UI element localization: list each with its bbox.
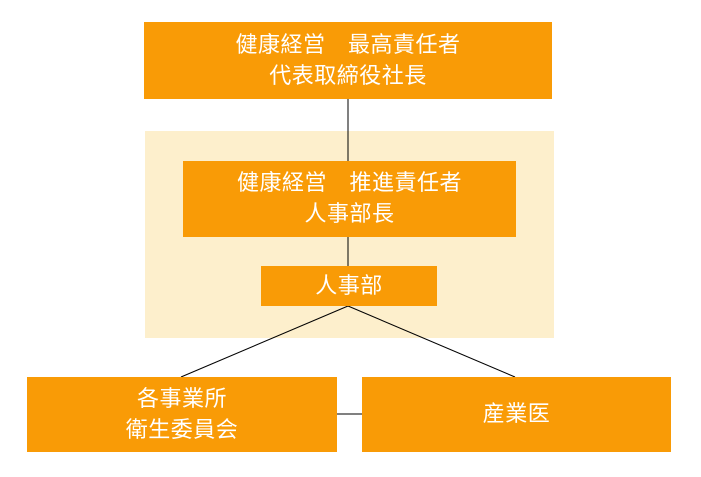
connector-hr-to-committee: [180, 305, 349, 378]
node-chief-health-officer: 健康経営 最高責任者 代表取締役社長: [144, 22, 552, 99]
node-health-promotion-manager-role: 人事部長: [304, 202, 395, 227]
connector-hr-to-doctor: [347, 305, 516, 378]
node-industrial-physician-label: 産業医: [482, 402, 551, 427]
node-hr-department-label: 人事部: [315, 273, 383, 299]
node-chief-health-officer-role: 代表取締役社長: [269, 63, 427, 89]
node-health-promotion-manager-title: 健康経営 推進責任者: [236, 171, 462, 196]
node-health-committee-line1: 各事業所: [136, 386, 227, 412]
node-health-committee: 各事業所 衛生委員会: [27, 377, 337, 452]
node-health-committee-line2: 衛生委員会: [125, 417, 239, 443]
node-industrial-physician: 産業医: [362, 377, 671, 452]
node-hr-department: 人事部: [261, 266, 437, 306]
node-health-promotion-manager: 健康経営 推進責任者 人事部長: [183, 161, 516, 237]
node-chief-health-officer-title: 健康経営 最高責任者: [235, 32, 461, 58]
